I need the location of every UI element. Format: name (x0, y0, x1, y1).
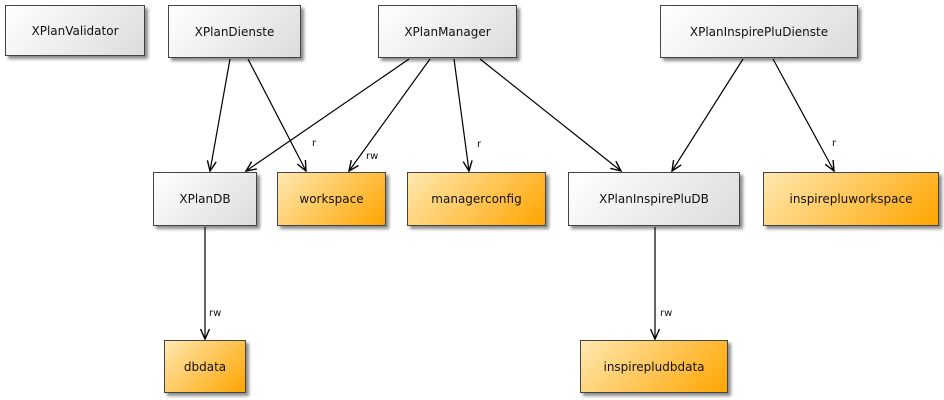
edge-label-manager-workspace: rw (366, 151, 379, 162)
edge-line (453, 58, 470, 172)
arrowhead (296, 159, 307, 173)
edge-xplandb-to-dbdata (199, 227, 211, 341)
node-label: workspace (299, 192, 364, 206)
edge-line (247, 58, 307, 172)
edge-line (772, 58, 835, 172)
node-label: dbdata (183, 359, 227, 374)
edge-line (209, 58, 231, 172)
node-label: XPlanInspirePluDB (599, 192, 709, 206)
node-managerconfig[interactable]: managerconfig (407, 172, 546, 226)
edge-label-manager-managerconfig: r (477, 139, 482, 150)
edge-label-xplandb-dbdata: rw (209, 308, 222, 319)
arrowhead (244, 161, 257, 172)
edge-xplandienste-to-workspace (247, 58, 307, 173)
node-xplanvalidator[interactable]: XPlanValidator (5, 5, 145, 56)
edge-xplanmanager-to-workspace (347, 58, 431, 173)
arrowhead (824, 159, 835, 173)
arrowhead (462, 160, 473, 173)
edge-xplandienste-to-xplandb (206, 58, 231, 173)
arrowhead (610, 160, 623, 173)
node-label: XPlanDB (179, 192, 231, 206)
arrowhead (347, 160, 359, 173)
arrowhead (671, 159, 682, 173)
edge-line (479, 58, 622, 172)
node-xplaninspirepludb[interactable]: XPlanInspirePluDB (568, 172, 740, 226)
node-label: XPlanValidator (31, 23, 119, 38)
node-dbdata[interactable]: dbdata (164, 340, 246, 393)
edge-xplaninspirepludienste-to-inspirepluworkspace (772, 58, 835, 173)
edge-line (348, 58, 431, 172)
edge-xplaninspirepludienste-to-xplaninspirepludb (671, 58, 744, 173)
node-xplaninspirepludienste[interactable]: XPlanInspirePluDienste (660, 5, 858, 58)
node-label: managerconfig (431, 192, 522, 206)
edge-xplaninspirepludb-to-inspirepludbdata (649, 227, 661, 341)
edge-line (245, 58, 410, 172)
edge-label-inspiredb-dbdata: rw (660, 308, 673, 319)
edge-label-dienste-workspace: r (312, 138, 317, 149)
arrowhead (206, 160, 217, 173)
node-inspirepluworkspace[interactable]: inspirepluworkspace (763, 172, 939, 226)
node-label: XPlanInspirePluDienste (689, 24, 829, 39)
node-inspirepludbdata[interactable]: inspirepludbdata (580, 340, 728, 393)
node-label: XPlanDienste (194, 24, 275, 39)
node-xplandb[interactable]: XPlanDB (153, 172, 257, 226)
node-label: XPlanManager (404, 24, 491, 39)
node-xplanmanager[interactable]: XPlanManager (378, 5, 517, 58)
edge-xplanmanager-to-xplaninspirepludb (479, 58, 623, 173)
node-xplandienste[interactable]: XPlanDienste (168, 5, 301, 58)
arrowhead (649, 328, 661, 341)
node-label: inspirepludbdata (603, 359, 705, 374)
arrowhead (199, 328, 211, 341)
node-label: inspirepluworkspace (789, 192, 913, 206)
edge-xplanmanager-to-xplandb (244, 58, 410, 172)
edge-label-inspiredienste-workspace: r (832, 138, 837, 149)
node-workspace[interactable]: workspace (277, 172, 386, 226)
edge-line (671, 58, 744, 172)
edge-xplanmanager-to-managerconfig (453, 58, 473, 173)
